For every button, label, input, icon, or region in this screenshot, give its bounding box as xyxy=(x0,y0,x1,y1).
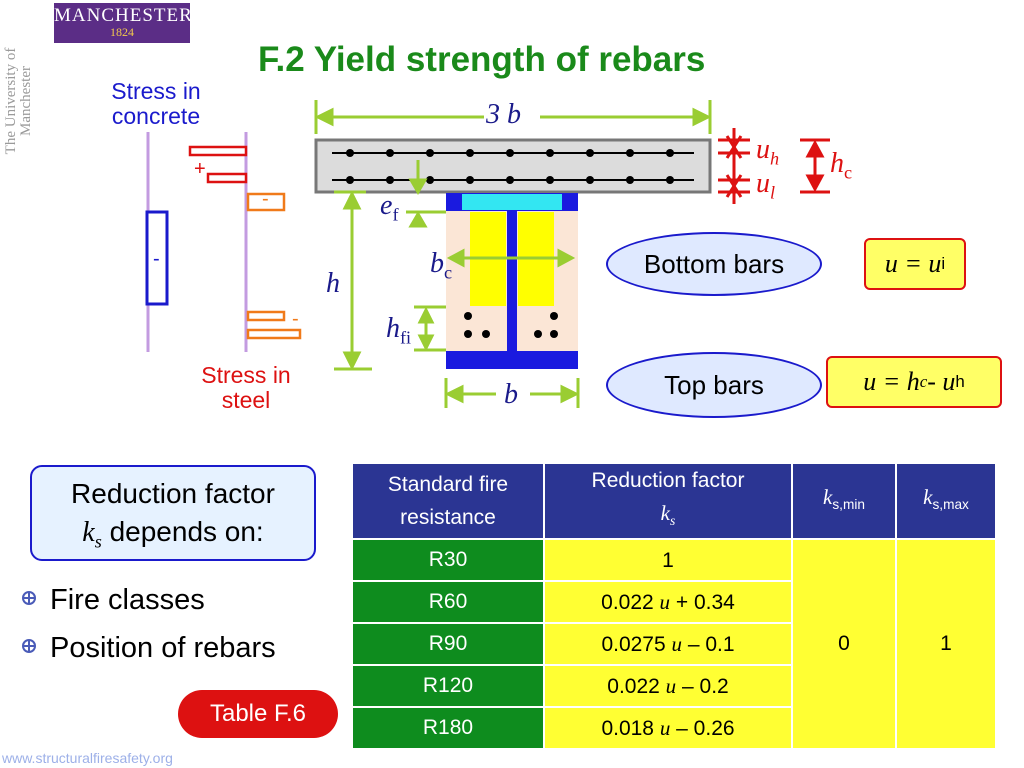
dim-b-label: b xyxy=(504,379,518,410)
fire-cell: R30 xyxy=(351,538,545,582)
table-row: R180 0.018 u – 0.26 xyxy=(351,706,996,750)
reduction-box-line2: ks depends on: xyxy=(82,516,264,552)
table-row: R90 0.0275 u – 0.1 xyxy=(351,622,996,666)
bottom-flange xyxy=(446,351,578,369)
bullet-icon xyxy=(22,639,36,654)
table-f6-button[interactable]: Table F.6 xyxy=(178,690,338,738)
table-header-row: Standard fire resistance Reduction facto… xyxy=(351,462,997,540)
table-row: R120 0.022 u – 0.2 xyxy=(351,664,996,708)
ks-max-cell: 1 xyxy=(895,538,997,750)
fire-cell: R180 xyxy=(351,706,545,750)
dim-h xyxy=(334,190,372,371)
dim-hfi xyxy=(414,305,446,352)
top-bars-label: Top bars xyxy=(606,352,822,418)
stress-in-concrete-label: Stress in concrete xyxy=(111,78,201,129)
header-fire-resistance: Standard fire resistance xyxy=(351,462,545,540)
web-stress-bar-a xyxy=(246,310,286,322)
fire-cell: R120 xyxy=(351,664,545,708)
manchester-logo: MANCHESTER 1824 xyxy=(54,3,193,43)
minus-sign-concrete: - xyxy=(153,248,160,270)
dim-uh-ul xyxy=(718,128,750,204)
fire-cell: R60 xyxy=(351,580,545,624)
dim-3b-label: 3 b xyxy=(486,99,521,130)
table-row: R60 0.022 u + 0.34 xyxy=(351,580,996,624)
concrete-slab xyxy=(314,138,712,194)
factor-cell: 0.022 u – 0.2 xyxy=(543,664,793,708)
bullet-position-rebars: Position of rebars xyxy=(22,632,276,665)
logo-name: MANCHESTER xyxy=(54,5,193,26)
dim-hc xyxy=(800,138,830,194)
dim-b xyxy=(444,378,580,408)
header-ks-max: ks,max xyxy=(895,462,997,540)
web xyxy=(507,210,517,352)
dim-hc-label: hc xyxy=(830,148,853,183)
composite-section-diagram xyxy=(145,100,830,408)
logo-year: 1824 xyxy=(110,25,134,39)
factor-cell: 0.018 u – 0.26 xyxy=(543,706,793,750)
bullet-fire-classes: Fire classes xyxy=(22,584,205,617)
slide-title: F.2 Yield strength of rebars xyxy=(258,40,706,79)
factor-cell: 1 xyxy=(543,538,793,582)
factor-cell: 0.0275 u – 0.1 xyxy=(543,622,793,666)
header-ks-min: ks,min xyxy=(791,462,897,540)
dim-ul-label: ul xyxy=(756,168,776,203)
dim-bc xyxy=(446,248,576,268)
minus-sign-web: - xyxy=(292,308,299,330)
dim-h-label: h xyxy=(326,268,340,299)
minus-sign-flange: - xyxy=(262,188,269,210)
flange-stress-top xyxy=(246,192,286,212)
table-row: R30 1 0 1 xyxy=(351,538,997,750)
footer-url[interactable]: www.structuralfiresafety.org xyxy=(2,750,173,766)
fire-cell: R90 xyxy=(351,622,545,666)
rebar-stress-top xyxy=(188,145,248,157)
stress-in-steel-label: Stress in steel xyxy=(201,362,291,413)
rebar-stress-bottom xyxy=(206,172,248,184)
dim-ef xyxy=(406,160,446,228)
concrete-stress-block xyxy=(145,210,169,306)
bottom-bars-label: Bottom bars xyxy=(606,232,822,296)
factor-cell: 0.022 u + 0.34 xyxy=(543,580,793,624)
dim-uh-label: uh xyxy=(756,134,780,169)
dim-bc-label: bc xyxy=(430,248,453,283)
reduction-factor-box: Reduction factor ks depends on: xyxy=(30,465,316,561)
bullet-icon xyxy=(22,591,36,606)
slab-rebars xyxy=(346,149,674,184)
web-stress-bar-b xyxy=(246,328,302,340)
ks-min-cell: 0 xyxy=(791,538,897,750)
plus-sign: + xyxy=(194,158,206,180)
dim-3b xyxy=(314,100,712,134)
dim-hfi-label: hfi xyxy=(386,313,412,348)
dim-ef-label: ef xyxy=(380,190,399,225)
reduction-factor-table: Standard fire resistance Reduction facto… xyxy=(351,462,997,750)
reduction-box-line1: Reduction factor xyxy=(71,478,275,509)
encasement-rebars xyxy=(464,312,558,338)
